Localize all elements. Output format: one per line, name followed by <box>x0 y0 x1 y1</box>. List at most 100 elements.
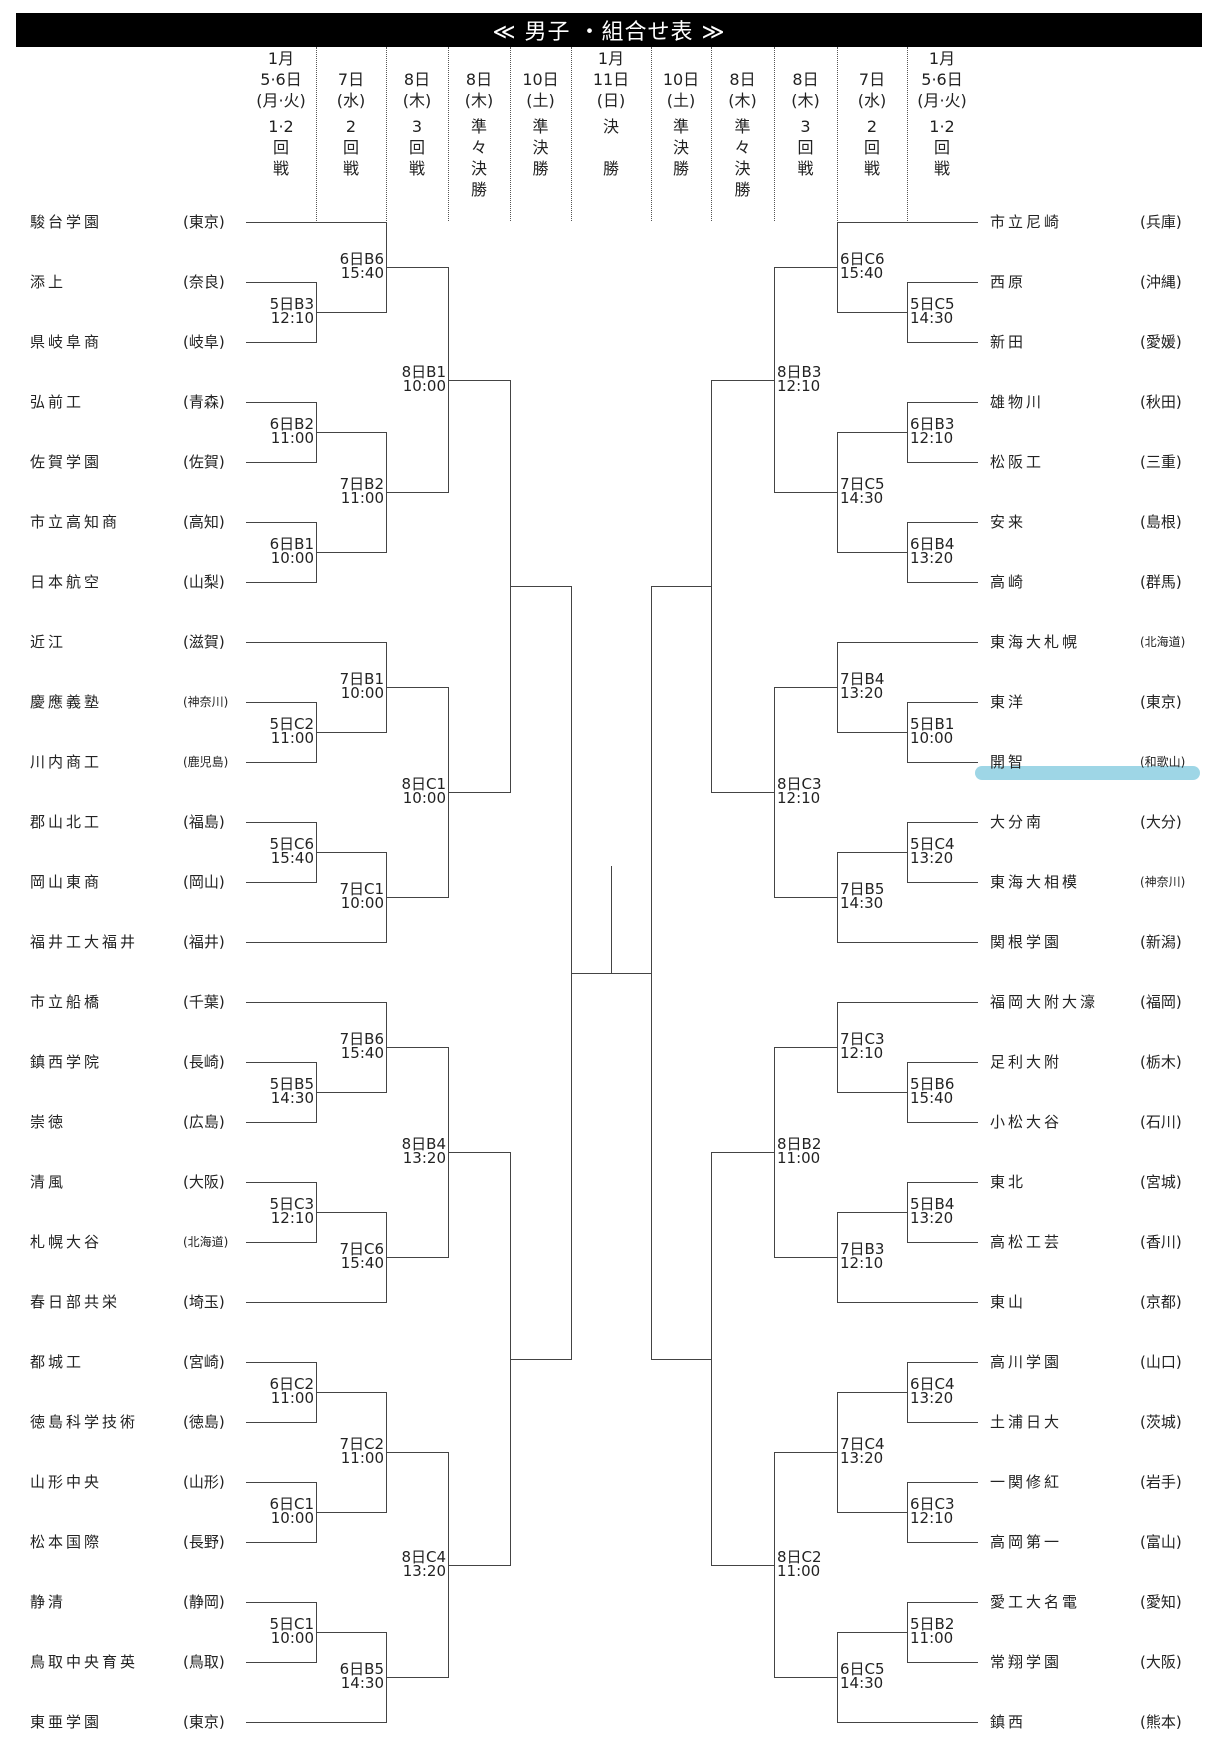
match-time: 12:10 <box>777 377 821 395</box>
team-name: 雄物川 <box>990 392 1045 411</box>
team-row: 郡山北工 <box>30 810 170 832</box>
round-char: 決 <box>602 117 619 136</box>
team-row: 福井工大福井 <box>30 930 170 952</box>
header-month <box>774 48 837 69</box>
match-time: 11:00 <box>270 729 314 747</box>
bracket-line <box>386 1677 449 1678</box>
team-row: 開智 <box>990 750 1130 772</box>
bracket-line <box>907 1542 978 1543</box>
bracket-line <box>316 732 387 733</box>
header-round: 準決勝 <box>651 116 711 179</box>
match-day-court: 8日B3 <box>777 363 822 381</box>
match-day-court: 5日C5 <box>910 295 955 313</box>
round-char: 回 <box>272 138 289 157</box>
team-row: 弘前工 <box>30 390 170 412</box>
bracket-line <box>316 852 387 853</box>
bracket-line <box>246 522 317 523</box>
team-prefecture: (高知) <box>183 513 225 531</box>
team-row: 川内商工 <box>30 750 170 772</box>
team-prefecture: (山形) <box>183 1473 225 1491</box>
team-row: 駿台学園 <box>30 210 170 232</box>
match-time: 15:40 <box>910 1089 954 1107</box>
match-time: 10:00 <box>402 377 446 395</box>
header-date: 5·6日 <box>921 70 963 89</box>
column-divider <box>448 47 449 221</box>
team-prefecture: (山梨) <box>183 573 225 591</box>
bracket-line <box>837 1002 978 1003</box>
match-day-court: 5日C2 <box>269 715 314 733</box>
header-date: 8日 <box>465 70 493 89</box>
team-name: 一関修紅 <box>990 1472 1063 1491</box>
header-date: 7日 <box>337 70 365 89</box>
round-char: 準 <box>532 117 549 136</box>
bracket-line <box>448 1565 511 1566</box>
match-day-court: 7日C2 <box>339 1435 384 1453</box>
team-prefecture: (栃木) <box>1140 1053 1182 1071</box>
round-char: 回 <box>863 138 880 157</box>
bracket-line <box>837 1722 978 1723</box>
team-name: 佐賀学園 <box>30 452 103 471</box>
match-time: 11:00 <box>910 1629 954 1647</box>
bracket-line <box>246 1362 317 1363</box>
header-month <box>711 48 774 69</box>
team-name: 徳島科学技術 <box>30 1412 139 1431</box>
team-prefecture: (岡山) <box>183 873 225 891</box>
round-header: 8日(木)準々決勝 <box>711 48 774 200</box>
team-prefecture: (北海道) <box>183 1235 229 1249</box>
bracket-line <box>711 380 775 381</box>
match-day-court: 7日B5 <box>840 880 885 898</box>
header-date: 8日 <box>792 70 819 89</box>
bracket-line <box>316 552 387 553</box>
team-row: 新田 <box>990 330 1130 352</box>
match-day-court: 7日C5 <box>840 475 885 493</box>
team-name: 福岡大附大濠 <box>990 992 1099 1011</box>
header-month <box>837 48 907 69</box>
match-day-court: 6日B5 <box>339 1660 384 1678</box>
team-prefecture: (愛知) <box>1140 1593 1182 1611</box>
match-day-court: 5日B5 <box>269 1075 314 1093</box>
bracket-line <box>246 582 317 583</box>
bracket-line <box>246 882 317 883</box>
match-time: 12:10 <box>840 1044 884 1062</box>
team-prefecture: (静岡) <box>183 1593 225 1611</box>
bracket-line <box>316 1092 387 1093</box>
team-row: 土浦日大 <box>990 1410 1130 1432</box>
match-time: 10:00 <box>340 684 384 702</box>
header-round: 準決勝 <box>510 116 571 179</box>
team-row: 県岐阜商 <box>30 330 170 352</box>
match-day-court: 6日C4 <box>910 1375 955 1393</box>
team-name: 東海大札幌 <box>990 632 1081 651</box>
team-name: 県岐阜商 <box>30 332 103 351</box>
header-date: 11日 <box>592 70 630 89</box>
team-row: 市立高知商 <box>30 510 170 532</box>
column-divider <box>571 47 572 221</box>
header-round: 決 勝 <box>571 116 651 179</box>
bracket-line <box>611 866 612 974</box>
team-name: 東洋 <box>990 692 1027 711</box>
round-char: 1·2 <box>929 117 955 136</box>
bracket-line <box>246 222 387 223</box>
round-header: 10日(土)準決勝 <box>651 48 711 179</box>
match-time: 15:40 <box>270 849 314 867</box>
team-prefecture: (徳島) <box>183 1413 225 1431</box>
match-day-court: 7日C1 <box>339 880 384 898</box>
bracket-line <box>246 702 317 703</box>
bracket-line <box>711 792 775 793</box>
round-char: 回 <box>342 138 359 157</box>
bracket-line <box>774 1257 838 1258</box>
bracket-line <box>907 462 978 463</box>
round-char: 決 <box>734 159 751 178</box>
team-prefecture: (大分) <box>1140 813 1182 831</box>
match-time: 12:10 <box>270 1209 314 1227</box>
team-prefecture: (神奈川) <box>1140 875 1186 889</box>
